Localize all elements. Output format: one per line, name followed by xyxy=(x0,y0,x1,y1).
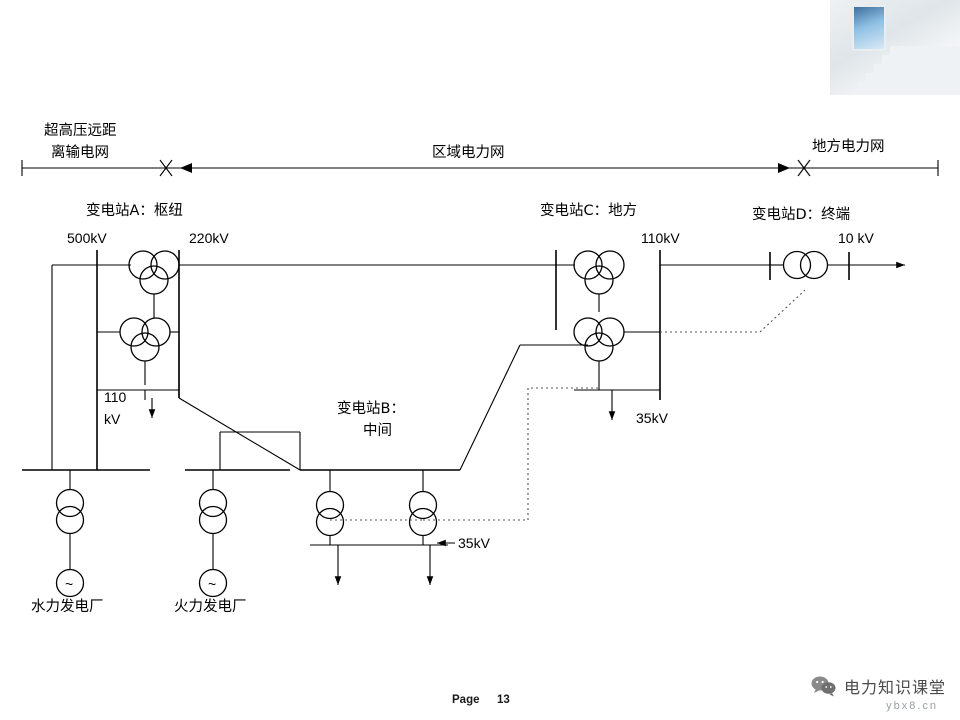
line-b-to-c xyxy=(459,344,521,471)
voltage-500kv: 500kV xyxy=(67,230,107,246)
voltage-35kv-c: 35kV xyxy=(636,410,669,426)
watermark-sub: ybx8.cn xyxy=(886,700,938,712)
wechat-icon xyxy=(811,675,837,697)
zone-label-middle: 区域电力网 xyxy=(432,144,505,161)
transformer-c1 xyxy=(573,250,625,312)
watermark-text: 电力知识课堂 xyxy=(843,678,946,697)
generator-symbol-thermal: ~ xyxy=(208,576,216,592)
zone-label-left-line2: 离输电网 xyxy=(51,144,109,161)
transformer-b2 xyxy=(408,470,438,545)
thermal-plant-label: 火力发电厂 xyxy=(174,598,247,615)
page-label: Page xyxy=(452,694,480,706)
voltage-110kv-c: 110kV xyxy=(641,230,680,246)
hydro-plant-label: 水力发电厂 xyxy=(31,598,104,615)
voltage-110kv-line2: kV xyxy=(104,411,121,427)
generator-symbol-hydro: ~ xyxy=(65,576,73,592)
transformer-a2 xyxy=(97,312,179,385)
substation-b-title-line2: 中间 xyxy=(363,422,392,439)
substation-a-title: 变电站A：枢纽 xyxy=(86,202,183,219)
substation-d-title: 变电站D：终端 xyxy=(752,206,850,223)
transformer-c2 xyxy=(573,317,660,390)
zone-label-left-line1: 超高压远距 xyxy=(44,122,117,139)
transformer-a1 xyxy=(128,250,180,312)
voltage-10kv: 10 kV xyxy=(838,230,874,246)
zone-label-right: 地方电力网 xyxy=(812,138,885,155)
voltage-220kv: 220kV xyxy=(189,230,229,246)
voltage-110kv-line1: 110 xyxy=(104,389,127,405)
decorative-photo xyxy=(830,0,960,95)
transformer-thermal xyxy=(198,470,228,570)
window-pane-icon xyxy=(852,5,886,51)
zone-divider xyxy=(21,159,939,177)
dotted-tie-c-to-d xyxy=(660,289,806,333)
substation-c-title: 变电站C：地方 xyxy=(540,202,637,219)
transformer-b1 xyxy=(315,470,345,545)
line-220kv-to-b-left xyxy=(178,397,301,471)
page-number: 13 xyxy=(497,694,510,706)
generator-hydro: ~ xyxy=(55,568,85,598)
substation-b-title-line1: 变电站B： xyxy=(337,400,405,417)
voltage-35kv-b: 35kV xyxy=(458,535,491,551)
dotted-tie-b-to-c xyxy=(423,387,600,521)
watermark: 电力知识课堂 xyxy=(811,674,946,698)
transformer-hydro xyxy=(55,470,85,570)
generator-thermal: ~ xyxy=(198,568,228,598)
transformer-d xyxy=(770,250,849,280)
